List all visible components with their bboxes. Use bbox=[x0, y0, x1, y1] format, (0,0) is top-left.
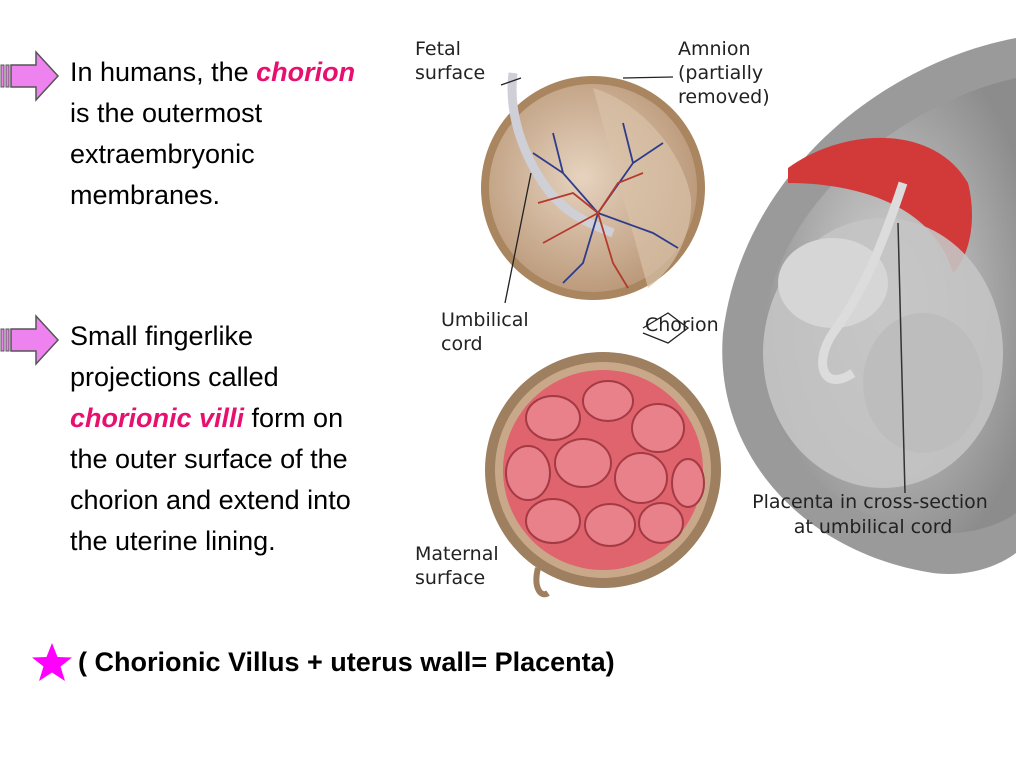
label-fetal-surface: Fetal surface bbox=[415, 38, 485, 84]
fetal-surface-disc bbox=[481, 72, 705, 300]
label-amnion: Amnion (partially removed) bbox=[678, 38, 770, 108]
bullet-text-villi: Small fingerlike projections called chor… bbox=[70, 321, 351, 556]
label-umbilical-cord: Umbilical cord bbox=[441, 309, 535, 355]
footer-text: ( Chorionic Villus + uterus wall= Placen… bbox=[78, 646, 615, 677]
label-placenta-cross-section: Placenta in cross-section at umbilical c… bbox=[752, 491, 994, 538]
arrow-right-icon bbox=[0, 314, 60, 366]
label-maternal-surface: Maternal surface bbox=[415, 543, 505, 589]
star-icon bbox=[32, 643, 72, 681]
maternal-surface-disc bbox=[485, 352, 721, 598]
term-chorionic-villi: chorionic villi bbox=[70, 403, 245, 433]
placenta-illustration: Fetal surface Amnion (partially removed)… bbox=[415, 38, 1016, 598]
label-chorion: Chorion bbox=[645, 314, 719, 336]
uterus-cross-section bbox=[722, 38, 1016, 574]
term-chorion: chorion bbox=[256, 57, 356, 87]
footer-summary: ( Chorionic Villus + uterus wall= Placen… bbox=[30, 640, 615, 684]
bullet-text-chorion: In humans, the chorion is the outermost … bbox=[70, 57, 356, 210]
arrow-right-icon bbox=[0, 50, 60, 102]
